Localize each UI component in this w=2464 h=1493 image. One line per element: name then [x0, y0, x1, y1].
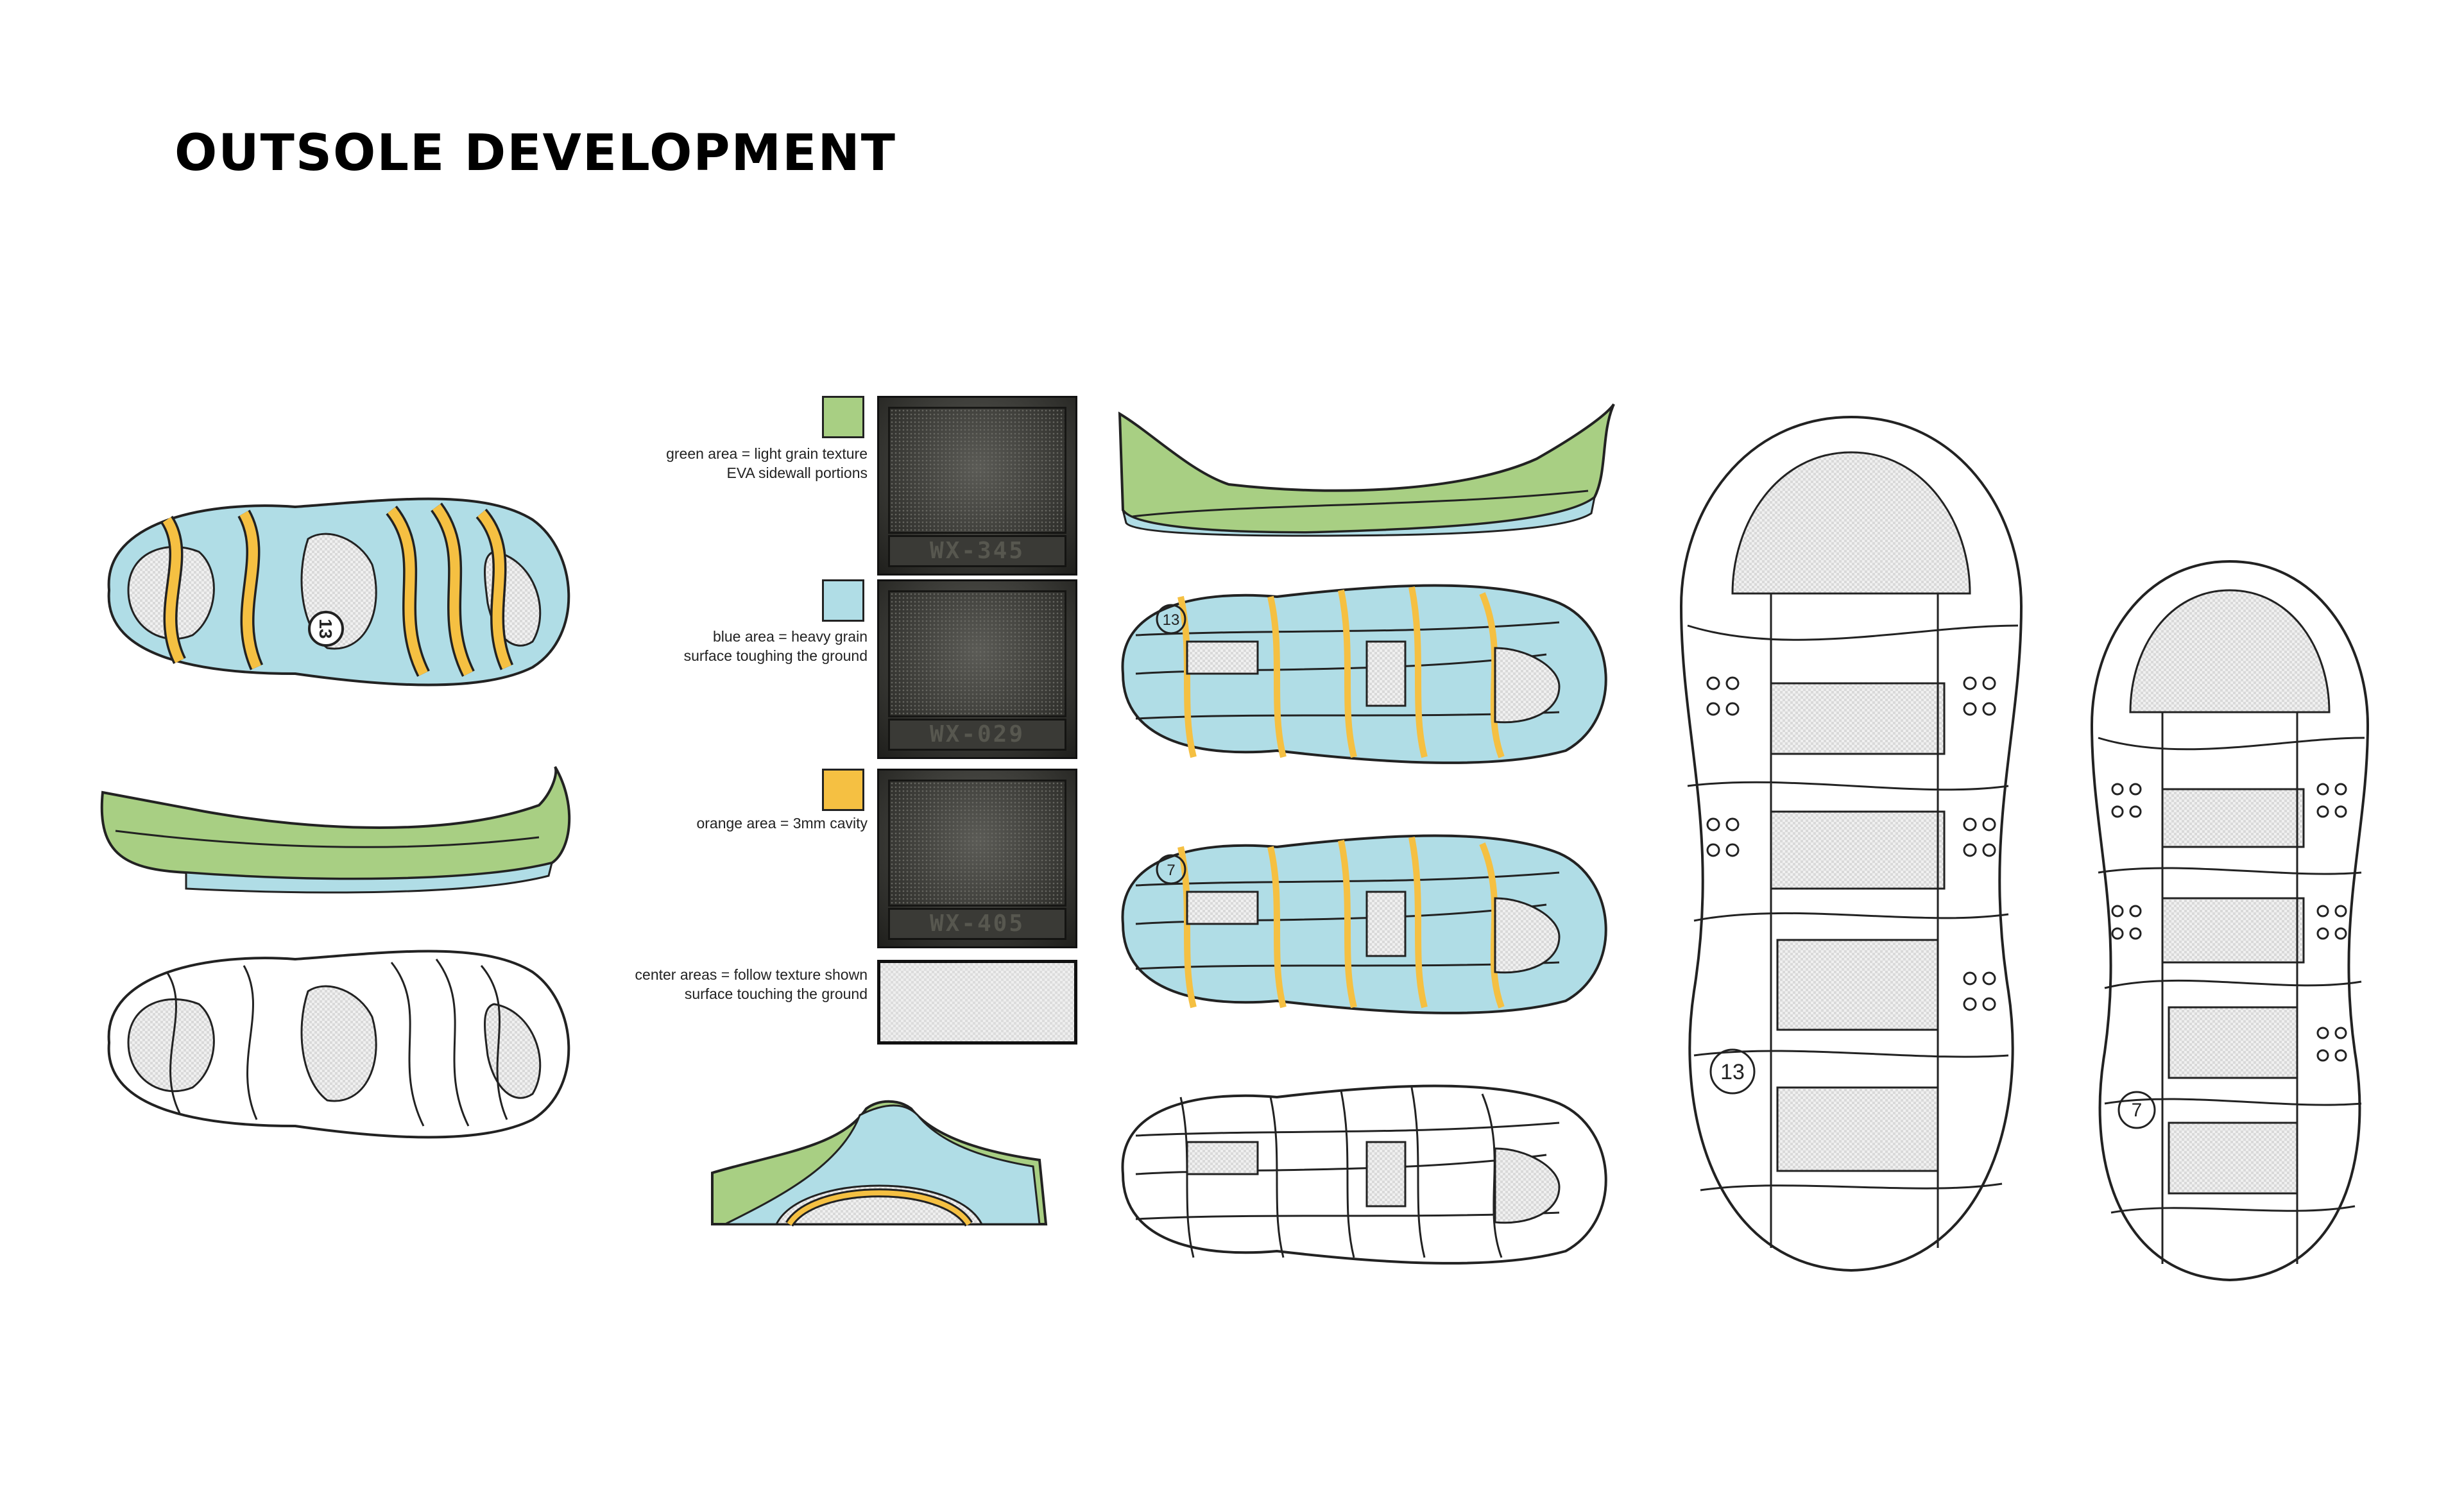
legend-label-orange: orange area = 3mm cavity [696, 815, 868, 832]
legend-swatch-green [822, 396, 864, 438]
colored-bottom-view-size-7: 7 [1121, 834, 1607, 1014]
left-outline-bottom-view [107, 950, 570, 1139]
colored-bottom-view-size-13: 13 [1121, 584, 1607, 764]
size-13-mark: 13 [1720, 1060, 1745, 1084]
page-title: OUTSOLE DEVELOPMENT [175, 124, 896, 182]
left-side-profile [100, 765, 571, 894]
texture-sample-green: WX-345 [877, 396, 1077, 576]
heel-section-view [711, 1100, 1048, 1227]
size-13-mark: 13 [316, 619, 336, 638]
size-13-mark: 13 [1163, 611, 1180, 629]
left-colored-bottom-view: 13 [107, 497, 570, 687]
outsole-tread-size-7: 7 [2090, 559, 2370, 1282]
texture-sample-orange: WX-405 [877, 769, 1077, 948]
texture-sample-blue: WX-029 [877, 579, 1077, 759]
size-7-mark: 7 [1167, 862, 1175, 879]
right-side-profile [1118, 403, 1615, 537]
texture-sample-center [877, 960, 1077, 1045]
outline-bottom-view [1121, 1084, 1607, 1265]
outsole-tread-size-13: 13 [1679, 415, 2023, 1272]
size-7-mark: 7 [2132, 1100, 2143, 1121]
legend-swatch-orange [822, 769, 864, 811]
legend-swatch-blue [822, 579, 864, 622]
